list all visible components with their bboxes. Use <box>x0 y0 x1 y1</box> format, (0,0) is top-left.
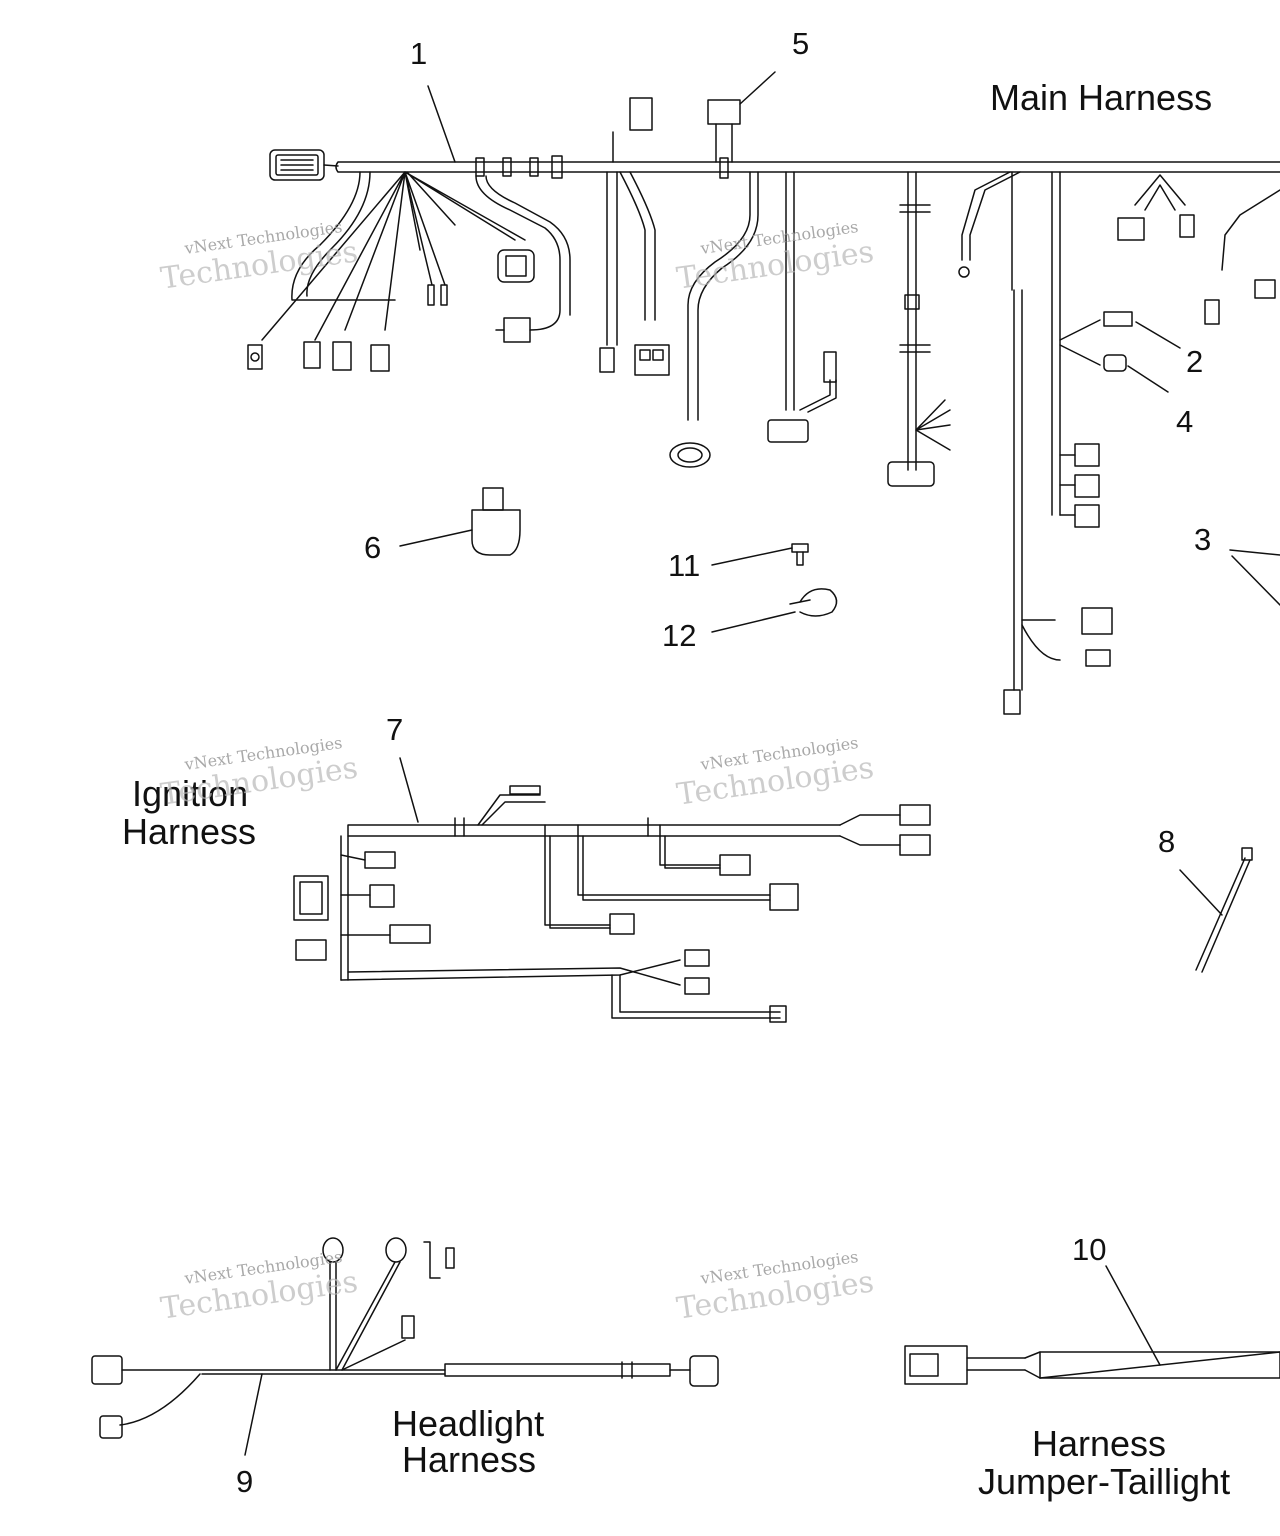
callout-10: 10 <box>1072 1232 1107 1267</box>
ignition-harness <box>293 757 931 1023</box>
part-8-strap <box>1179 847 1253 973</box>
taillight-harness-title-line1: Harness <box>1032 1423 1167 1464</box>
main-harness <box>247 71 1280 715</box>
callout-4: 4 <box>1176 404 1194 439</box>
headlight-harness <box>91 1237 719 1456</box>
headlight-harness-title-line2: Harness <box>402 1439 537 1480</box>
callout-7: 7 <box>386 712 404 747</box>
taillight-harness-title-line2: Jumper-Taillight <box>978 1461 1231 1502</box>
headlight-harness-title-line1: Headlight <box>392 1403 545 1444</box>
ignition-harness-title-line1: Ignition <box>132 773 249 814</box>
taillight-jumper-harness <box>904 1265 1280 1385</box>
callout-12: 12 <box>662 618 697 653</box>
callout-1: 1 <box>410 36 428 71</box>
callout-6: 6 <box>364 530 382 565</box>
callout-2: 2 <box>1186 344 1204 379</box>
callout-5: 5 <box>792 26 810 61</box>
callout-9: 9 <box>236 1464 254 1499</box>
ignition-switch-connector <box>293 875 329 921</box>
connector-a <box>247 344 263 370</box>
ignition-harness-title-line2: Harness <box>122 811 257 852</box>
callout-3: 3 <box>1194 522 1212 557</box>
callout-8: 8 <box>1158 824 1176 859</box>
callout-11: 11 <box>668 548 701 583</box>
main-harness-title: Main Harness <box>990 77 1213 118</box>
